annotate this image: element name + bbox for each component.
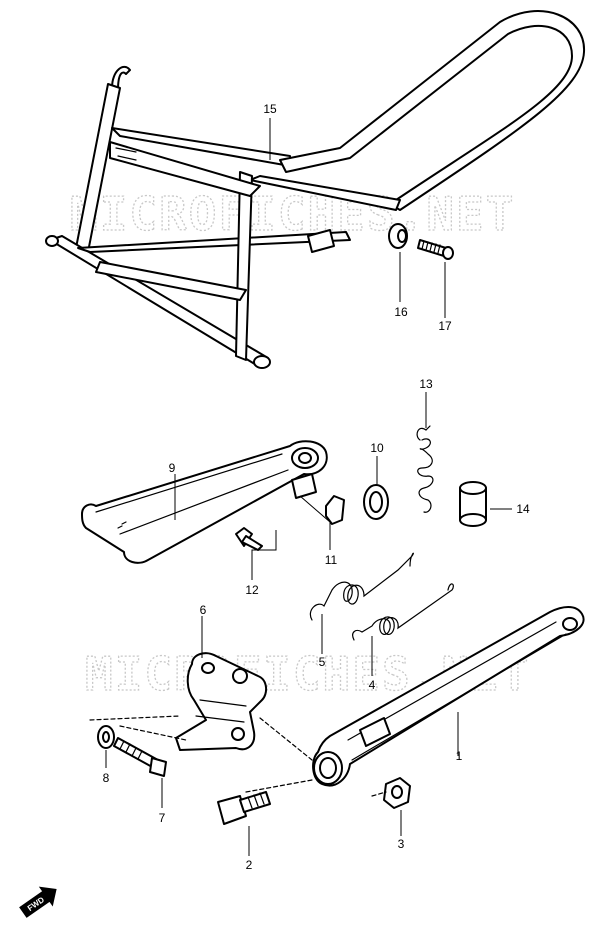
callout-9: 9: [169, 461, 176, 475]
callout-7: 7: [159, 811, 166, 825]
spring-4: [352, 583, 454, 641]
callout-12: 12: [245, 583, 259, 597]
callout-10: 10: [370, 441, 384, 455]
callout-11: 11: [325, 553, 338, 567]
callout-4: 4: [369, 678, 376, 692]
callout-17: 17: [438, 319, 452, 333]
mount-plate-6: [175, 652, 268, 751]
spring-13: [416, 425, 434, 513]
washer-10: [363, 484, 389, 520]
side-stand-1: [312, 606, 585, 787]
watermark-top: MICROFICHES.NET: [70, 187, 515, 241]
callout-13: 13: [419, 377, 433, 391]
bracket-9: [81, 440, 328, 564]
clip-11: [325, 495, 345, 525]
callout-15: 15: [263, 102, 277, 116]
callout-6: 6: [200, 603, 207, 617]
bolt-12: [235, 527, 263, 551]
callout-labels: 15 16 17 13 10 9 14 11 12 6 5 4 1 8 7 3 …: [103, 102, 530, 872]
bolt-2: [217, 791, 271, 825]
callout-5: 5: [319, 655, 326, 669]
spring-5: [309, 552, 414, 621]
callout-2: 2: [246, 858, 253, 872]
callout-1: 1: [456, 749, 463, 763]
fwd-arrow-icon: FWD: [19, 886, 57, 918]
callout-8: 8: [103, 771, 110, 785]
bush-14: [459, 481, 487, 527]
leader-lines: [89, 118, 512, 856]
nut-3: [383, 777, 411, 809]
washer-8: [97, 725, 115, 749]
callout-16: 16: [394, 305, 408, 319]
center-stand-frame: [45, 10, 586, 369]
bolt-17: [417, 239, 454, 260]
collar-16: [388, 223, 408, 249]
callout-14: 14: [516, 502, 530, 516]
callout-3: 3: [398, 837, 405, 851]
bolt-7: [113, 737, 167, 777]
